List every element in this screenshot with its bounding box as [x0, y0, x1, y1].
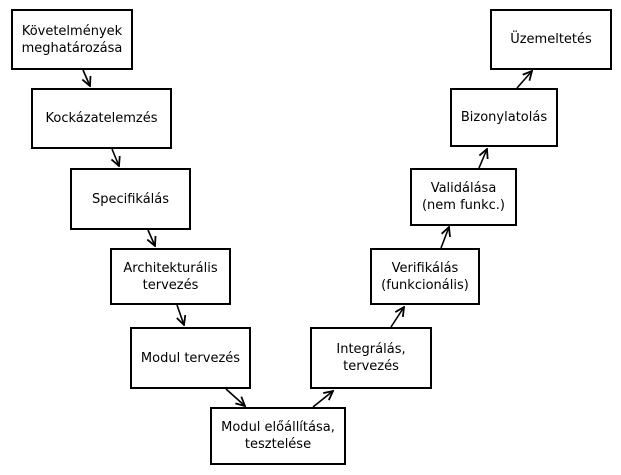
- step-modul-tervezes: Modul tervezés: [130, 327, 251, 389]
- arrow-3: [148, 229, 155, 246]
- step-kockazatelemzes: Kockázatelemzés: [31, 88, 172, 149]
- step-bizonylatolas: Bizonylatolás: [450, 88, 558, 147]
- step-modul-eloallitasa: Modul előállítása, tesztelése: [210, 407, 346, 465]
- step-architekturalis: Architekturális tervezés: [110, 248, 231, 305]
- step-verifikalas: Verifikálás (funkcionális): [370, 248, 480, 305]
- arrow-4: [177, 304, 184, 325]
- arrow-10: [516, 71, 532, 89]
- arrow-9: [478, 149, 487, 169]
- step-validalasa: Validálása (nem funkc.): [410, 168, 517, 226]
- arrow-8: [440, 227, 449, 249]
- arrow-5: [225, 388, 245, 406]
- step-specifikalas: Specifikálás: [70, 168, 191, 230]
- step-uzemeltetes: Üzemeltetés: [490, 9, 612, 70]
- step-integralas: Integrálás, tervezés: [310, 327, 432, 389]
- arrow-6: [312, 391, 333, 408]
- arrow-2: [112, 148, 119, 166]
- arrow-1: [83, 69, 90, 86]
- step-kovetelmenyek: Követelmények meghatározása: [11, 9, 133, 70]
- arrow-7: [390, 307, 404, 328]
